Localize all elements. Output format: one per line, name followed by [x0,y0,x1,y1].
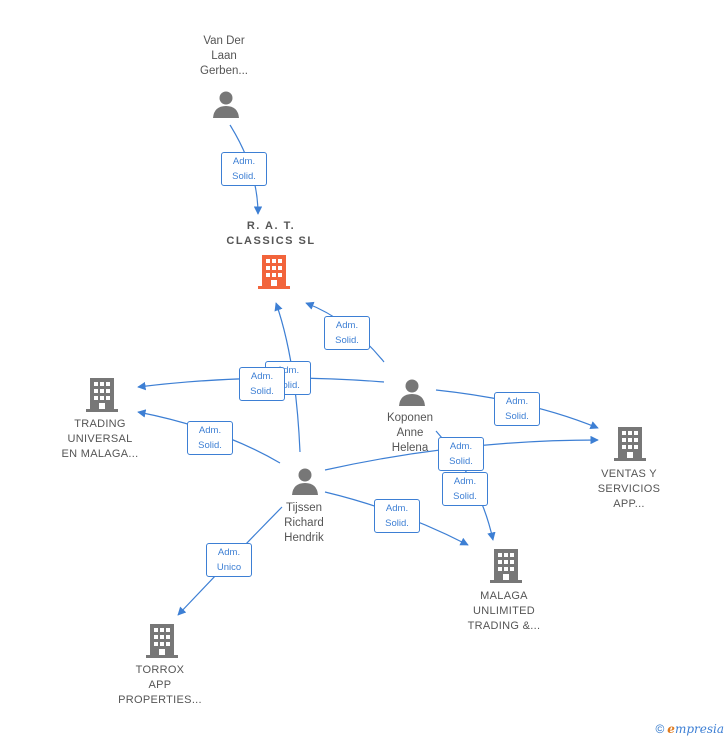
edge-label-koponen-trading: Adm.Solid. [239,367,285,401]
building-icon [490,549,522,583]
node-label-malaga-unlimited[interactable]: MALAGA UNLIMITED TRADING &... [467,590,541,632]
edge-label-tijssen-rat: Adm.Solid. [265,361,311,395]
node-label-trading-universal[interactable]: TRADING UNIVERSAL EN MALAGA... [61,418,139,460]
building-icon [86,378,118,412]
node-label-rat-classics[interactable]: R. A. T. CLASSICS SL [226,220,316,247]
person-icon [399,379,425,406]
edge-label-tijssen-malaga: Adm.Solid. [374,499,420,533]
node-label-ventas-servicios[interactable]: VENTAS Y SERVICIOS APP... [597,468,661,510]
edge-label-koponen-ventas: Adm.Solid. [494,392,540,426]
node-label-torrox-app[interactable]: TORROX APP PROPERTIES... [118,664,202,706]
edge-label-koponen-malaga: Adm.Solid. [442,472,488,506]
building-icon [258,255,290,289]
copyright-icon: © [655,722,665,736]
building-icon [146,624,178,658]
edge-label-tijssen-trading: Adm.Solid. [187,421,233,455]
node-label-tijssen[interactable]: Tijssen Richard Hendrik [284,502,324,544]
empresia-logo[interactable]: ©empresia [655,722,724,736]
person-icon [292,468,318,495]
node-label-koponen[interactable]: Koponen Anne Helena [386,412,434,454]
node-label-vanderlaan[interactable]: Van Der Laan Gerben... [200,35,248,77]
edge-label-koponen-rat: Adm.Solid. [324,316,370,350]
building-icon [614,427,646,461]
person-icon [213,91,239,118]
edge-label-tijssen-ventas: Adm.Solid. [438,437,484,471]
edge-label-vanderlaan-rat: Adm.Solid. [221,152,267,186]
edge-label-tijssen-torrox: Adm.Unico [206,543,252,577]
